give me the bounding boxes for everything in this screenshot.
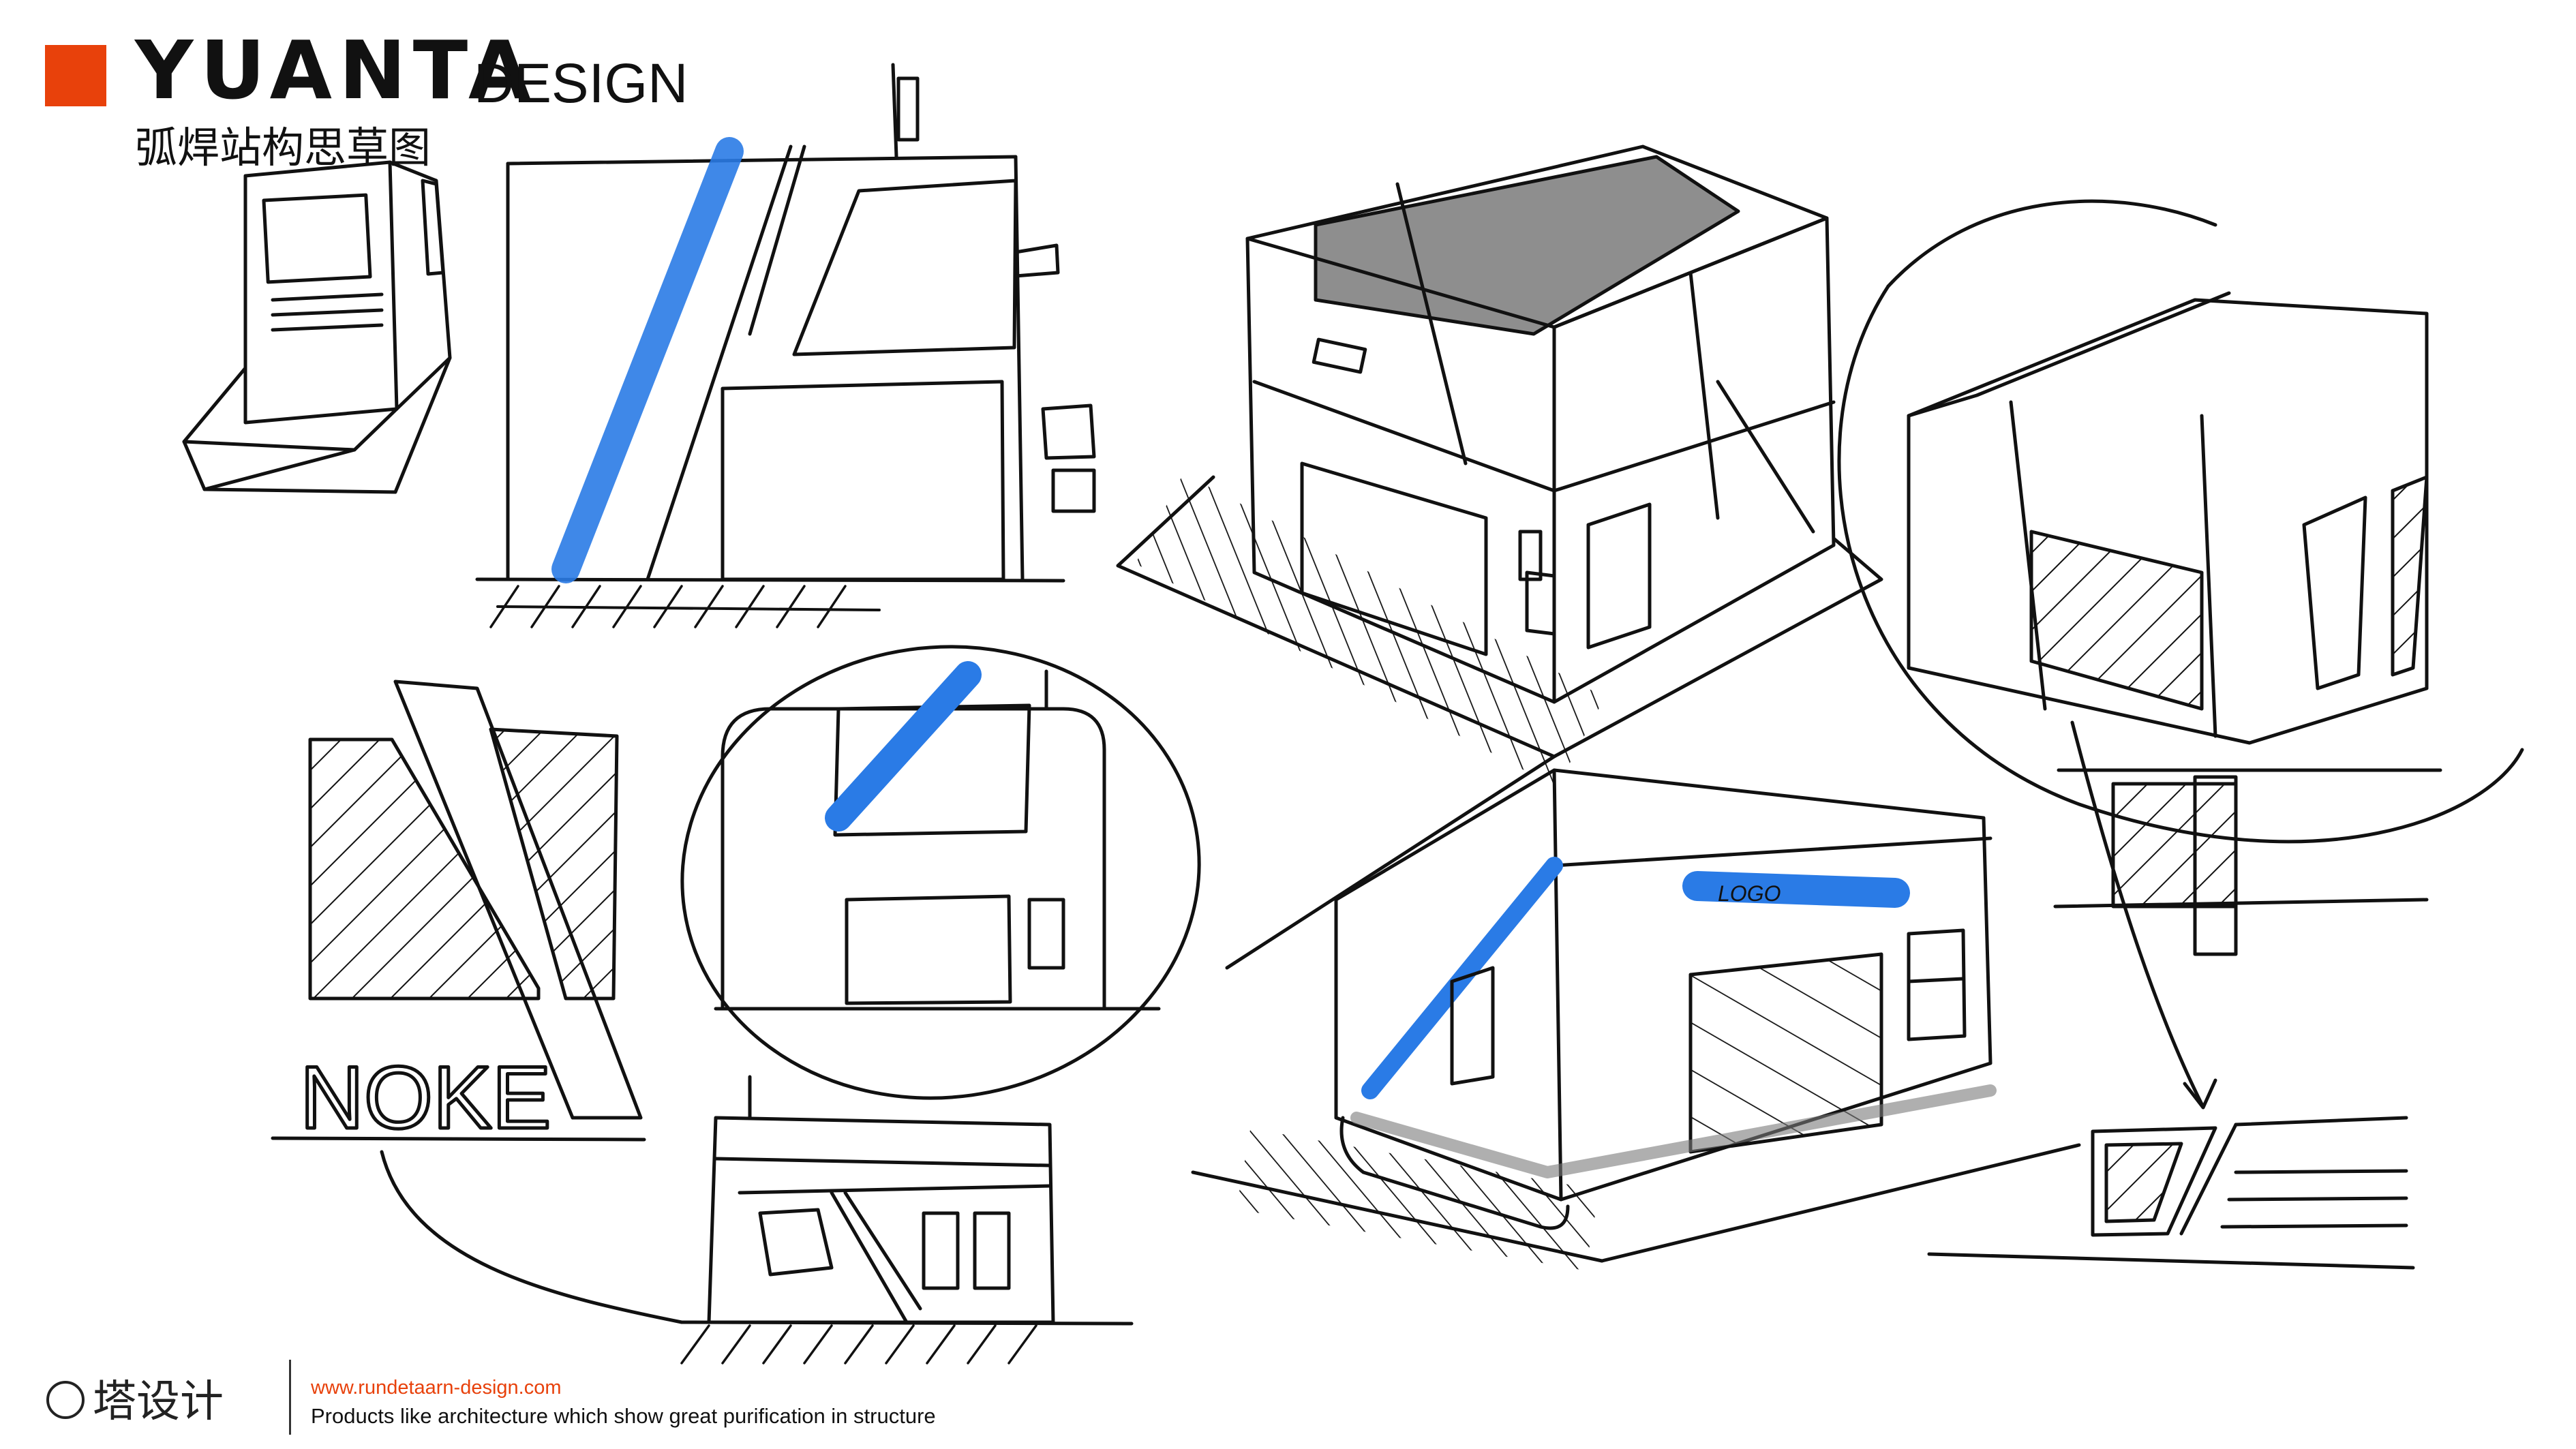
logo-text: LOGO bbox=[1718, 881, 1781, 906]
large-booth-sketch: LOGO bbox=[1191, 754, 2081, 1271]
detail-enlargement-sketch bbox=[1837, 199, 2524, 1110]
stripe-detail-sketch bbox=[1927, 1116, 2415, 1270]
side-elevation-sketch bbox=[680, 1075, 1134, 1364]
footer-tagline: Products like architecture which show gr… bbox=[311, 1404, 936, 1428]
circled-elevation-sketch bbox=[680, 645, 1201, 1100]
front-elevation-sketch bbox=[475, 63, 1096, 628]
brand-suffix: DESIGN bbox=[474, 52, 688, 115]
isometric-booth-sketch bbox=[1116, 144, 1883, 788]
footer-url[interactable]: www.rundetaarn-design.com bbox=[311, 1377, 562, 1399]
footer-brand-logo: 塔设计 bbox=[45, 1370, 318, 1431]
brand-name: YUANTA bbox=[135, 23, 538, 117]
brand-logo-square bbox=[45, 45, 106, 106]
footer-divider bbox=[289, 1360, 291, 1435]
seal-icon bbox=[46, 1381, 85, 1419]
nameplate-text: NOKE bbox=[300, 1048, 551, 1147]
tower-panel-sketch: NOKE bbox=[271, 680, 684, 1324]
control-console-sketch bbox=[182, 160, 452, 494]
footer-logo-text: 塔设计 bbox=[93, 1377, 224, 1427]
